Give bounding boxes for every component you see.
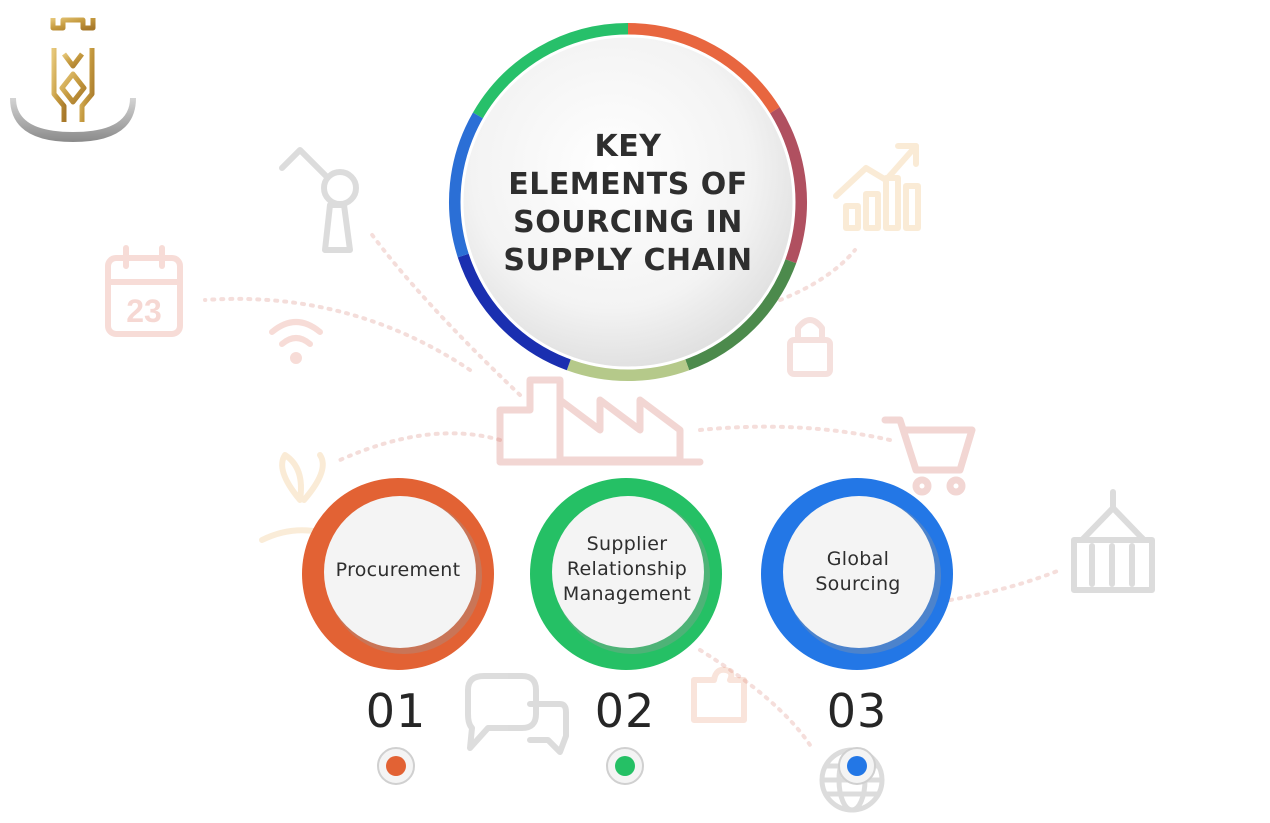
shopping-cart-icon bbox=[881, 416, 976, 496]
puzzle-icon bbox=[691, 666, 747, 723]
item-marker-01 bbox=[377, 747, 415, 785]
hub-ring-segment bbox=[472, 23, 629, 120]
procurement-label: Procurement bbox=[318, 558, 478, 583]
main-title-line: SOURCING IN bbox=[513, 205, 743, 240]
calendar-icon bbox=[105, 245, 183, 337]
lock-icon bbox=[787, 317, 833, 377]
item-label-line: Procurement bbox=[335, 559, 461, 581]
chat-bubbles-icon bbox=[465, 673, 569, 755]
hub-ring-segment bbox=[449, 112, 486, 258]
item-number-02: 02 bbox=[594, 684, 656, 738]
item-label-line: Relationship bbox=[566, 558, 688, 580]
procurement-circle bbox=[302, 478, 494, 670]
item-marker-03 bbox=[838, 747, 876, 785]
main-title: KEY ELEMENTS OF SOURCING IN SUPPLY CHAIN bbox=[478, 128, 778, 280]
item-label-line: Sourcing bbox=[815, 573, 901, 595]
item-marker-02 bbox=[606, 747, 644, 785]
global-sourcing-circle bbox=[761, 478, 953, 670]
hub-ring-segment bbox=[457, 252, 572, 371]
main-hub-circle bbox=[449, 23, 807, 381]
hub-ring-segment bbox=[627, 23, 780, 115]
brand-logo bbox=[10, 17, 136, 142]
hub-ring-segment bbox=[767, 107, 807, 264]
item-number-03: 03 bbox=[826, 684, 888, 738]
item-label-line: Global bbox=[826, 548, 890, 570]
hub-ring-segment bbox=[566, 357, 690, 381]
item-label-line: Supplier bbox=[586, 533, 668, 555]
growth-chart-icon bbox=[833, 143, 921, 231]
hub-ring-segment bbox=[684, 258, 797, 371]
wifi-icon bbox=[269, 319, 323, 364]
supplier-relationship-circle bbox=[530, 478, 722, 670]
main-title-line: KEY bbox=[594, 129, 662, 164]
robot-arm-icon bbox=[279, 147, 359, 253]
factory-icon bbox=[496, 376, 704, 466]
main-title-line: ELEMENTS OF bbox=[508, 167, 748, 202]
item-label-line: Management bbox=[562, 583, 692, 605]
calendar-day-text: 23 bbox=[126, 293, 162, 329]
main-title-line: SUPPLY CHAIN bbox=[503, 243, 753, 278]
main-hub-ring bbox=[449, 23, 807, 381]
item-number-01: 01 bbox=[365, 684, 427, 738]
global-sourcing-label: Global Sourcing bbox=[778, 547, 938, 597]
shipping-container-icon bbox=[1071, 489, 1155, 593]
supplier-relationship-label: Supplier Relationship Management bbox=[547, 532, 707, 607]
